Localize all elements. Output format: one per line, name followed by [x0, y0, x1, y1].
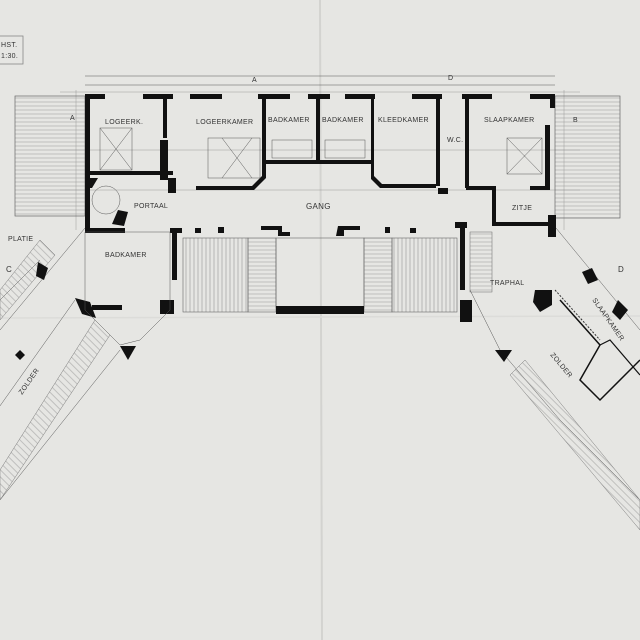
pier [160, 300, 174, 314]
room-label-wc: W.C. [447, 137, 463, 144]
stairs-right [391, 237, 458, 313]
paper-fold [319, 0, 323, 640]
spiral-stair [91, 185, 121, 215]
room-label-portaal: PORTAAL [134, 203, 168, 210]
exterior-walls [85, 94, 556, 237]
room-label-logeerk: LOGEERK. [105, 119, 143, 126]
room-label-badkamer-2: BADKAMER [322, 117, 364, 124]
pier [460, 300, 472, 322]
room-label-badkamer-1: BADKAMER [268, 117, 310, 124]
terrace-left [14, 95, 86, 217]
axis-marker-d-top: D [448, 75, 453, 82]
axis-marker-a-top: A [252, 77, 257, 84]
stair-flight-left [247, 237, 277, 313]
left-wing [0, 227, 171, 501]
axis-marker-c: C [6, 265, 12, 274]
terrace-right [554, 95, 621, 219]
stair-flight-right [363, 237, 393, 313]
traphal-stair [469, 231, 493, 293]
paper-fold [0, 315, 640, 319]
svg-text:HST.: HST. [1, 42, 17, 49]
room-label-zolder-left: ZOLDER [18, 367, 41, 396]
stairs-left [182, 237, 249, 313]
room-label-logeerkamer: LOGEERKAMER [196, 119, 253, 126]
room-label-slaapkamer: SLAAPKAMER [484, 117, 534, 124]
svg-text:1:30.: 1:30. [1, 53, 18, 60]
bed-symbols [99, 127, 543, 179]
balustrade-wall [276, 306, 364, 314]
axis-marker-b-side: B [573, 117, 578, 124]
room-label-zitje: ZITJE [512, 205, 532, 212]
room-label-gang: GANG [306, 202, 331, 211]
interior-walls [88, 96, 550, 226]
room-label-kleedkamer: KLEEDKAMER [378, 117, 429, 124]
gang-lower-wall [85, 222, 467, 290]
room-label-zolder-right: ZOLDER [548, 352, 573, 380]
room-label-badkamer-3: BADKAMER [105, 252, 147, 259]
stair-walls [88, 178, 128, 226]
room-label-platie: PLATIE [8, 236, 33, 243]
axis-marker-a-side: A [70, 115, 75, 122]
title-block: HST. 1:30. [0, 35, 24, 65]
right-wing [469, 227, 640, 531]
axis-marker-d: D [618, 265, 624, 274]
room-label-traphal: TRAPHAL [490, 280, 524, 287]
